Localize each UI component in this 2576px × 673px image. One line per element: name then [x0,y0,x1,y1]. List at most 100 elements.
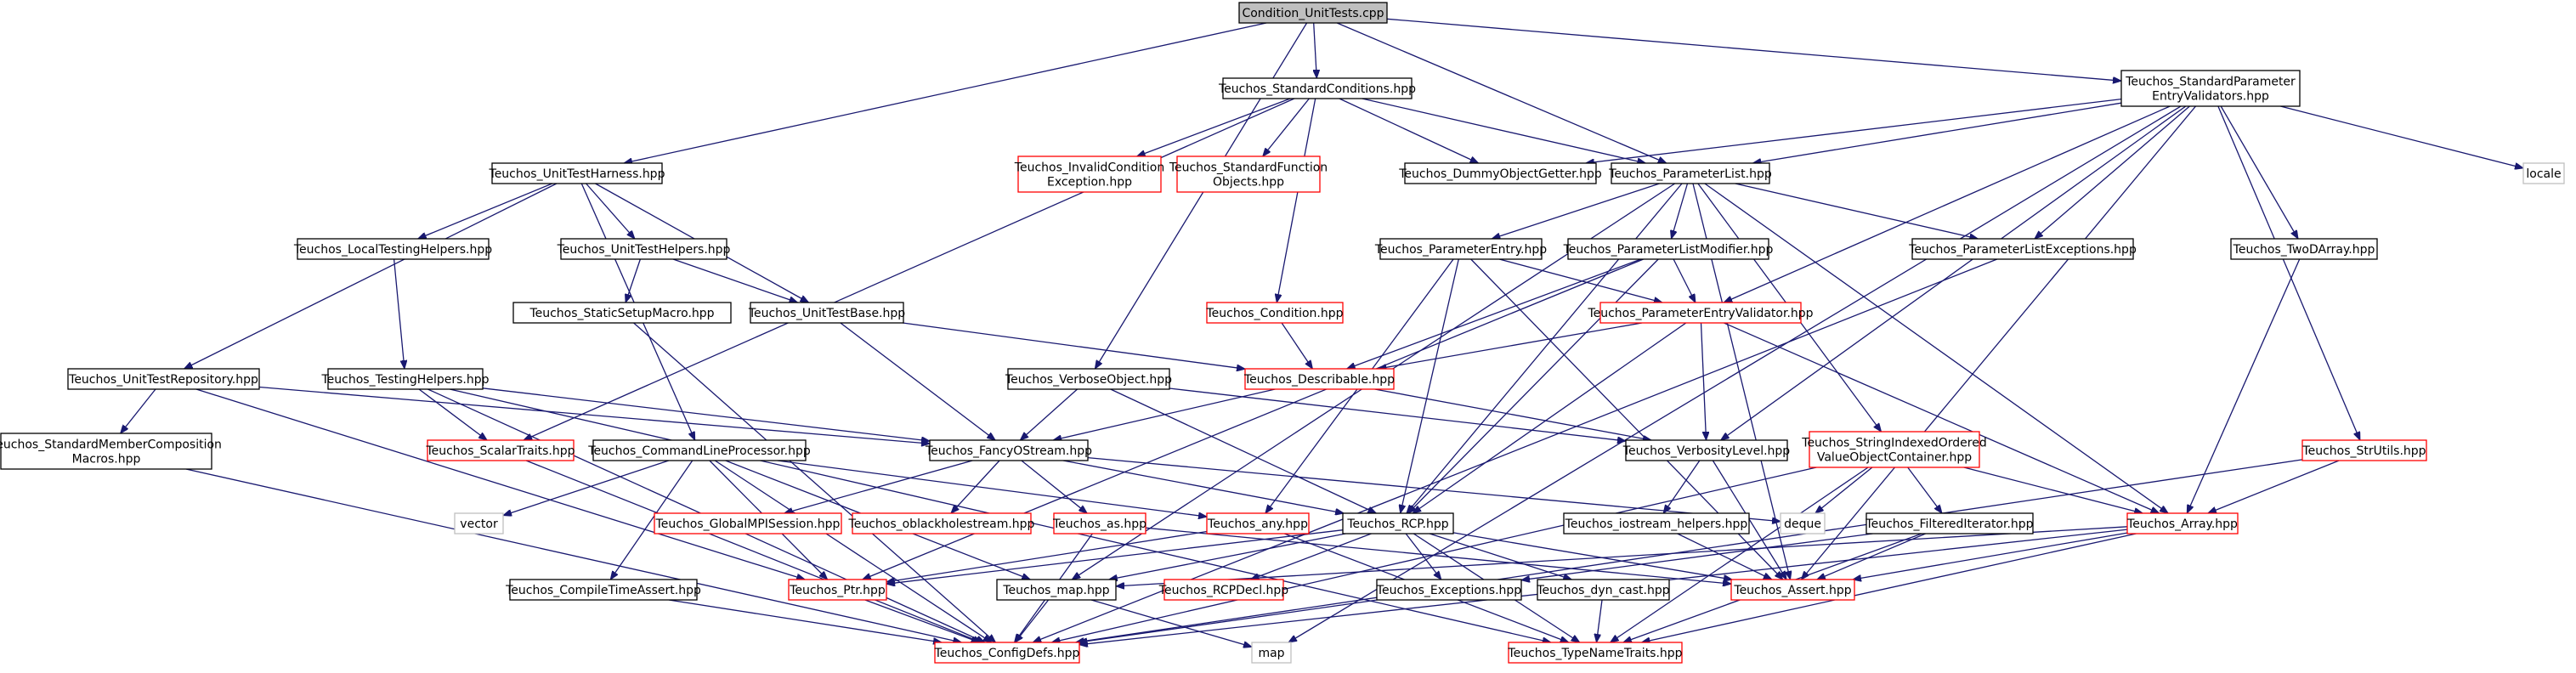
node-tnt[interactable]: Teuchos_TypeNameTraits.hpp [1507,642,1683,664]
edge-uth-to-lth [418,183,553,240]
node-label-utb: Teuchos_UnitTestBase.hpp [748,307,905,320]
node-ptr[interactable]: Teuchos_Ptr.hpp [788,579,887,601]
node-exc[interactable]: Teuchos_Exceptions.hpp [1376,579,1522,601]
node-box-pl [1611,162,1770,184]
node-pl[interactable]: Teuchos_ParameterList.hpp [1608,162,1772,184]
node-deque[interactable]: deque [1780,512,1826,534]
edge-fos-to-gmpi [784,460,973,513]
edge-pl-to-array [1704,183,2168,513]
node-uthelp[interactable]: Teuchos_UnitTestHelpers.hpp [557,238,731,260]
node-ctsa[interactable]: Teuchos_CompileTimeAssert.hpp [505,579,701,601]
node-vector[interactable]: vector [454,512,504,534]
edge-lth-to-th [393,258,405,369]
node-box-pev [1599,302,1802,324]
node-rcpdecl[interactable]: Teuchos_RCPDecl.hpp [1158,579,1289,601]
node-fos[interactable]: Teuchos_FancyOStream.hpp [925,439,1092,461]
node-box-tnt [1508,642,1683,664]
node-cfg[interactable]: Teuchos_ConfigDefs.hpp [934,642,1080,664]
node-box-cond [1206,302,1344,324]
edge-stdcond-to-cond [1277,98,1316,303]
edge-utr-to-ptr [195,388,805,580]
node-box-lth [297,238,490,260]
node-utr[interactable]: Teuchos_UnitTestRepository.hpp [67,368,260,390]
edge-stdpev-to-assert [1802,105,2196,580]
node-uth[interactable]: Teuchos_UnitTestHarness.hpp [489,162,665,184]
node-st[interactable]: Teuchos_ScalarTraits.hpp [425,439,575,461]
node-gmpi[interactable]: Teuchos_GlobalMPISession.hpp [654,512,842,534]
node-label-vo: Teuchos_VerboseObject.hpp [1005,373,1172,387]
edge-dyn-to-tnt [1597,599,1603,642]
node-vo[interactable]: Teuchos_VerboseObject.hpp [1005,368,1172,390]
node-pe[interactable]: Teuchos_ParameterEntry.hpp [1374,238,1547,260]
node-label-as: Teuchos_as.hpp [1052,517,1146,531]
node-locale[interactable]: locale [2522,162,2565,184]
node-vl[interactable]: Teuchos_VerbosityLevel.hpp [1622,439,1791,461]
edge-fi-to-exc [1521,533,1873,580]
edge-rcp-to-assert [1452,532,1732,580]
node-clp[interactable]: Teuchos_CommandLineProcessor.hpp [587,439,811,461]
edge-plm-to-desc [1347,258,1642,369]
edge-uth-to-uthelp [586,183,635,239]
node-label-map: map [1258,647,1284,660]
edge-root-to-pl [1336,22,1667,164]
edge-pe-to-pev [1498,258,1662,303]
node-root[interactable]: Condition_UnitTests.cpp [1238,2,1388,24]
edge-fi-to-assert [1817,533,1926,580]
node-box-as [1053,512,1146,534]
node-smc[interactable]: Teuchos_StandardMemberCompositionMacros.… [0,433,222,470]
edge-fos-to-rcp [1062,460,1344,513]
edge-pev-to-vl [1700,322,1707,440]
node-tmap[interactable]: Teuchos_map.hpp [996,579,1117,601]
node-as[interactable]: Teuchos_as.hpp [1052,512,1146,534]
edge-clp-to-ctsa [610,460,694,580]
edge-clp-to-vector [503,460,670,516]
node-dog[interactable]: Teuchos_DummyObjectGetter.hpp [1398,162,1602,184]
edge-fos-to-deque [1087,456,1781,522]
edge-stdpev-to-stru [2217,105,2361,440]
node-lth[interactable]: Teuchos_LocalTestingHelpers.hpp [293,238,492,260]
node-dyn[interactable]: Teuchos_dyn_cast.hpp [1536,579,1670,601]
node-box-ssm [512,302,732,324]
edge-any-to-ptr [886,530,1208,582]
edge-sioc-to-array [1963,467,2143,513]
node-fi[interactable]: Teuchos_FilteredIterator.hpp [1865,512,2034,534]
node-label-any: Teuchos_any.hpp [1207,517,1308,531]
node-stdcond[interactable]: Teuchos_StandardConditions.hpp [1218,77,1416,99]
node-stru[interactable]: Teuchos_StrUtils.hpp [2301,439,2427,461]
node-label-rcpdecl: Teuchos_RCPDecl.hpp [1158,584,1289,597]
node-box-ptr [788,579,887,601]
node-label-ptr: Teuchos_Ptr.hpp [789,584,886,597]
node-label-stdpev-line-2: EntryValidators.hpp [2152,90,2269,104]
node-box-exc [1376,579,1522,601]
node-tda[interactable]: Teuchos_TwoDArray.hpp [2230,238,2378,260]
node-label-sfo-line-1: Teuchos_StandardFunction [1169,161,1328,175]
node-rcp[interactable]: Teuchos_RCP.hpp [1342,512,1454,534]
node-label-ctsa: Teuchos_CompileTimeAssert.hpp [505,584,701,597]
node-box-array [2126,512,2239,534]
node-box-vl [1625,439,1788,461]
edge-pe-to-rcp [1401,258,1459,513]
node-ioh[interactable]: Teuchos_iostream_helpers.hpp [1563,512,1750,534]
node-label-vl: Teuchos_VerbosityLevel.hpp [1622,444,1791,458]
node-obh[interactable]: Teuchos_oblackholestream.hpp [848,512,1035,534]
node-any[interactable]: Teuchos_any.hpp [1206,512,1310,534]
node-plm[interactable]: Teuchos_ParameterListModifier.hpp [1563,238,1774,260]
node-th[interactable]: Teuchos_TestingHelpers.hpp [321,368,490,390]
node-box-plm [1567,238,1769,260]
node-ple[interactable]: Teuchos_ParameterListExceptions.hpp [1908,238,2137,260]
node-cond[interactable]: Teuchos_Condition.hpp [1206,302,1344,324]
node-utb[interactable]: Teuchos_UnitTestBase.hpp [748,302,905,324]
node-label-assert: Teuchos_Assert.hpp [1733,584,1851,597]
node-array[interactable]: Teuchos_Array.hpp [2126,512,2239,534]
node-box-utb [750,302,904,324]
node-assert[interactable]: Teuchos_Assert.hpp [1730,579,1855,601]
node-map[interactable]: map [1251,642,1292,664]
node-sioc[interactable]: Teuchos_StringIndexedOrderedValueObjectC… [1801,431,1987,468]
node-desc[interactable]: Teuchos_Describable.hpp [1243,368,1395,390]
node-ssm[interactable]: Teuchos_StaticSetupMacro.hpp [512,302,732,324]
edge-uthelp-to-utb [672,258,798,303]
node-pev[interactable]: Teuchos_ParameterEntryValidator.hpp [1587,302,1814,324]
node-stdpev[interactable]: Teuchos_StandardParameterEntryValidators… [2120,70,2301,107]
